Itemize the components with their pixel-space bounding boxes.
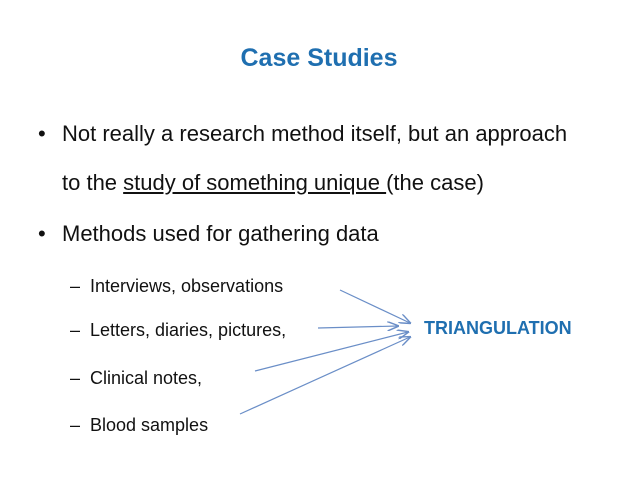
sub-item-label: Interviews, observations [90,276,284,296]
arrow-from-interviews [339,289,410,323]
bullet-1-line-2: to the study of something unique (the ca… [62,169,484,197]
sub-item-blood: –Blood samples [70,413,208,437]
bullet-1-line-2-post: (the case) [386,170,484,195]
sub-item-label: Clinical notes, [90,368,203,388]
sub-item-label: Blood samples [90,415,209,435]
triangulation-label: TRIANGULATION [424,318,572,338]
bullet-icon: • [38,221,46,246]
arrow-from-blood [239,337,410,415]
bullet-icon: • [38,121,46,146]
bullet-1-line-1: Not really a research method itself, but… [62,121,568,146]
dash-icon: – [70,415,81,435]
bullet-1: • Not really a research method itself, bu… [38,120,567,148]
sub-item-interviews: –Interviews, observations [70,274,283,298]
sub-item-clinical: –Clinical notes, [70,366,202,390]
sub-item-label: Letters, diaries, pictures, [90,320,287,340]
dash-icon: – [70,276,81,296]
bullet-2-text: Methods used for gathering data [62,221,379,246]
dash-icon: – [70,368,81,388]
dash-icon: – [70,320,81,340]
bullet-2: • Methods used for gathering data [38,220,379,248]
sub-item-letters: –Letters, diaries, pictures, [70,318,286,342]
arrow-from-letters [317,326,398,328]
underlined-phrase: study of something unique [123,170,387,195]
bullet-1-line-2-pre: to the [62,170,124,195]
arrow-from-clinical [254,332,408,372]
slide-title: Case Studies [240,44,398,72]
